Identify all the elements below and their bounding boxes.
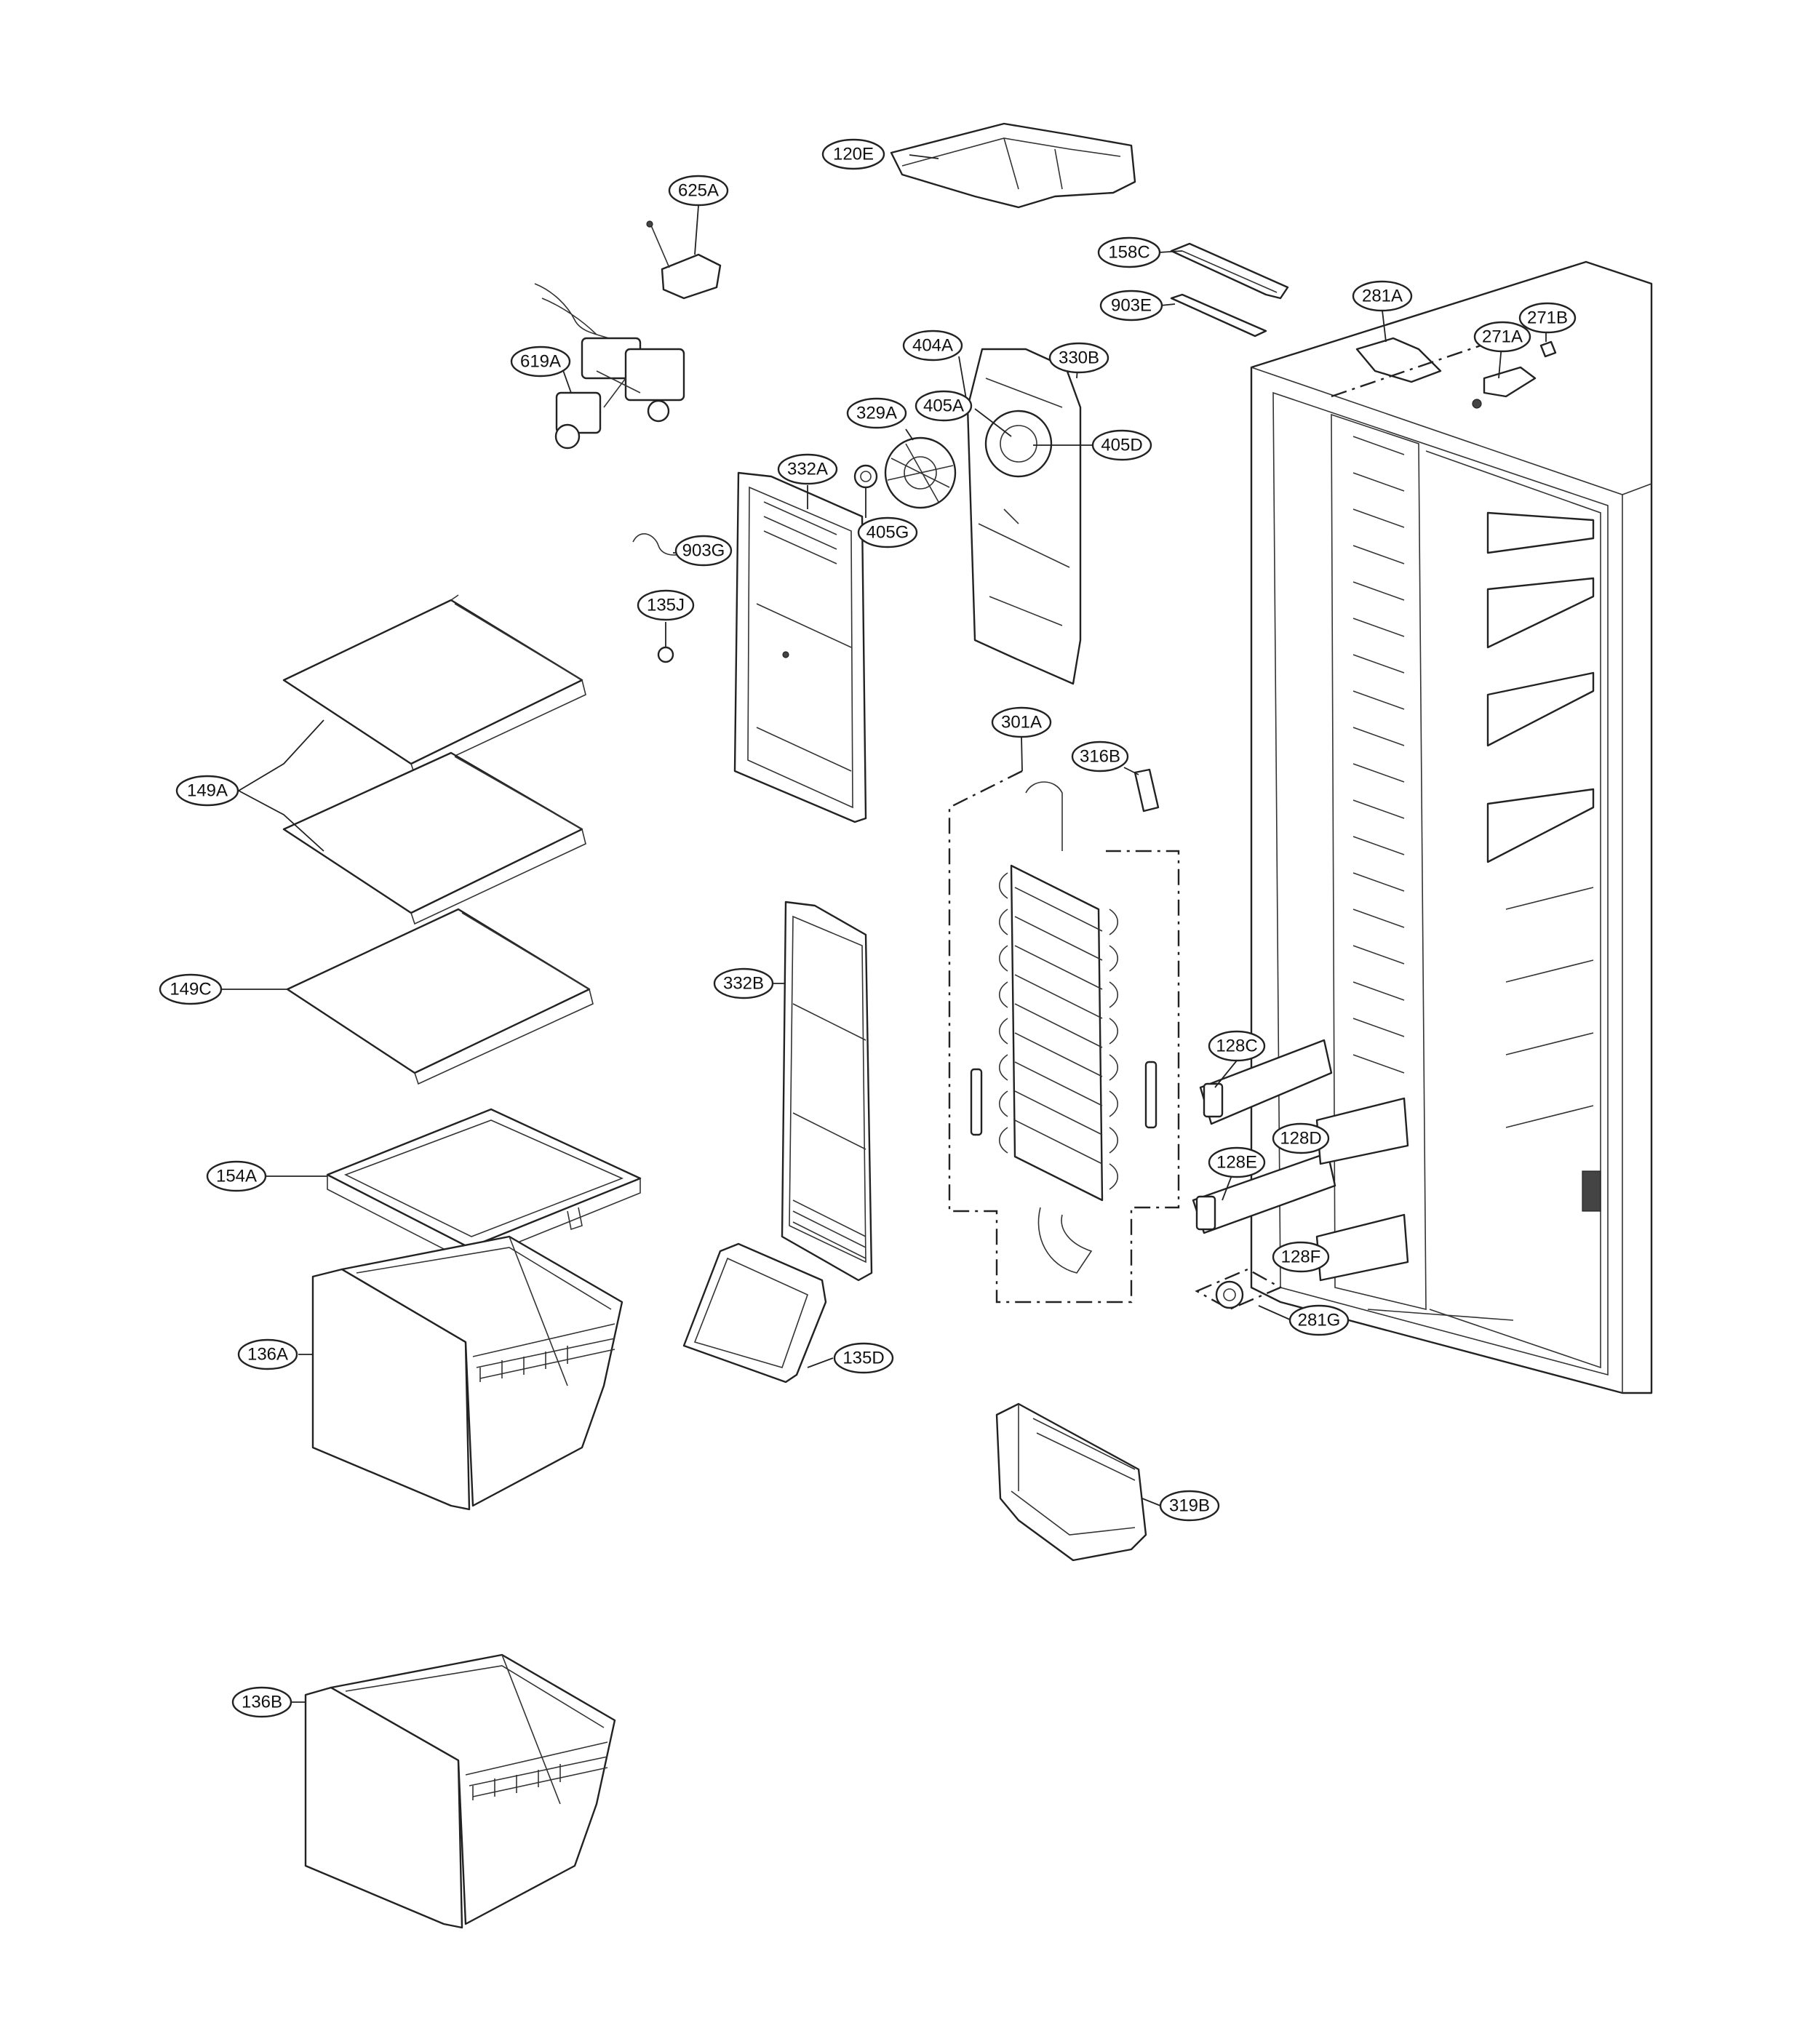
callout-332B: 332B (713, 967, 774, 999)
callout-319B: 319B (1159, 1490, 1220, 1522)
part-903E-strip (1170, 293, 1267, 338)
part-281A-bracket (1331, 337, 1492, 398)
callout-316B: 316B (1071, 740, 1129, 773)
callout-135J: 135J (637, 589, 695, 621)
part-135J-cap (657, 646, 674, 663)
callout-149C: 149C (159, 973, 223, 1005)
svg-text:625A: 625A (678, 181, 719, 201)
part-405G-mount (853, 464, 878, 489)
part-625A-bracket (646, 220, 722, 300)
svg-text:149C: 149C (170, 980, 211, 999)
callout-301A: 301A (991, 706, 1052, 738)
callout-405G: 405G (857, 516, 918, 548)
part-332B-cover-lower (781, 901, 873, 1282)
part-316B-pad (1133, 768, 1160, 813)
svg-text:120E: 120E (833, 145, 874, 164)
svg-text:405A: 405A (923, 396, 964, 416)
part-136A-crisper-drawer (311, 1235, 623, 1511)
leader-lines (222, 154, 1547, 1703)
svg-text:405D: 405D (1101, 436, 1142, 455)
svg-text:903E: 903E (1111, 296, 1152, 316)
svg-text:135J: 135J (647, 596, 685, 615)
svg-text:329A: 329A (856, 404, 897, 423)
part-281G-cam (1195, 1268, 1283, 1311)
svg-text:619A: 619A (520, 352, 561, 372)
part-332A-cover-upper (733, 471, 867, 823)
callout-281G: 281G (1288, 1304, 1350, 1336)
callout-332A: 332A (777, 453, 838, 485)
callout-120E: 120E (821, 138, 885, 170)
callout-154A: 154A (206, 1160, 267, 1192)
callout-271A: 271A (1473, 321, 1531, 353)
part-154A-cover-frame (326, 1108, 642, 1263)
part-319B-drain-pan (995, 1402, 1147, 1562)
cabinet-right-shelves (1486, 511, 1595, 1128)
part-158C-rail (1170, 242, 1289, 300)
part-120E-duct-cover (890, 122, 1136, 209)
callout-404A: 404A (902, 330, 963, 362)
svg-text:136A: 136A (247, 1345, 288, 1365)
part-330B-fan-shroud (966, 348, 1082, 685)
svg-text:128C: 128C (1216, 1037, 1257, 1056)
part-301A-evaporator (948, 770, 1180, 1304)
callout-271B: 271B (1518, 302, 1577, 334)
svg-text:281G: 281G (1298, 1311, 1341, 1330)
svg-text:319B: 319B (1169, 1496, 1210, 1516)
svg-text:271B: 271B (1527, 308, 1568, 328)
svg-text:405G: 405G (866, 523, 909, 543)
svg-text:154A: 154A (216, 1167, 257, 1186)
callout-405D: 405D (1091, 429, 1152, 461)
callout-136B: 136B (231, 1686, 292, 1718)
parts-artwork (282, 122, 1653, 1929)
callout-136A: 136A (237, 1338, 298, 1370)
part-271A-hinge (1472, 366, 1537, 409)
svg-text:271A: 271A (1482, 327, 1523, 347)
callout-135D: 135D (833, 1342, 894, 1374)
svg-text:128D: 128D (1280, 1129, 1321, 1149)
part-cabinet (1250, 260, 1653, 1394)
svg-text:128E: 128E (1216, 1153, 1257, 1173)
svg-text:158C: 158C (1108, 243, 1149, 263)
callout-128D: 128D (1272, 1122, 1330, 1154)
callout-625A: 625A (668, 175, 729, 207)
svg-text:903G: 903G (682, 541, 725, 561)
callout-330B: 330B (1048, 342, 1109, 374)
svg-text:128F: 128F (1281, 1247, 1321, 1267)
callout-128F: 128F (1272, 1241, 1330, 1273)
callout-149A: 149A (175, 775, 239, 807)
cabinet-left-slots (1352, 436, 1405, 1074)
part-329A-fan (884, 436, 957, 509)
callout-158C: 158C (1097, 236, 1161, 268)
svg-text:135D: 135D (842, 1349, 884, 1368)
part-271B-clip (1539, 340, 1557, 358)
svg-text:330B: 330B (1059, 348, 1099, 368)
callout-903G: 903G (674, 535, 733, 567)
callout-128C: 128C (1208, 1030, 1266, 1062)
svg-text:149A: 149A (187, 781, 228, 801)
part-135D-drawer (682, 1242, 827, 1384)
svg-text:316B: 316B (1080, 747, 1120, 767)
callout-281A: 281A (1352, 280, 1413, 312)
callout-329A: 329A (846, 397, 907, 429)
part-128-rails (1192, 1039, 1409, 1282)
svg-text:332B: 332B (723, 974, 764, 994)
part-149C-shelf (286, 908, 594, 1085)
callout-405A: 405A (915, 390, 973, 422)
part-136B-crisper-drawer (304, 1653, 616, 1929)
callout-619A: 619A (510, 346, 571, 378)
callout-labels: 120E 625A 158C 903E 281A 271A 271B 619A … (159, 138, 1577, 1718)
callout-903E: 903E (1099, 290, 1163, 322)
svg-text:281A: 281A (1362, 287, 1403, 306)
part-149A-shelves (282, 594, 586, 925)
svg-text:136B: 136B (242, 1693, 282, 1712)
svg-text:301A: 301A (1001, 713, 1042, 732)
svg-text:332A: 332A (787, 460, 828, 479)
callout-128E: 128E (1208, 1146, 1266, 1178)
part-619A-water-valve (534, 283, 685, 450)
svg-text:404A: 404A (912, 336, 953, 356)
